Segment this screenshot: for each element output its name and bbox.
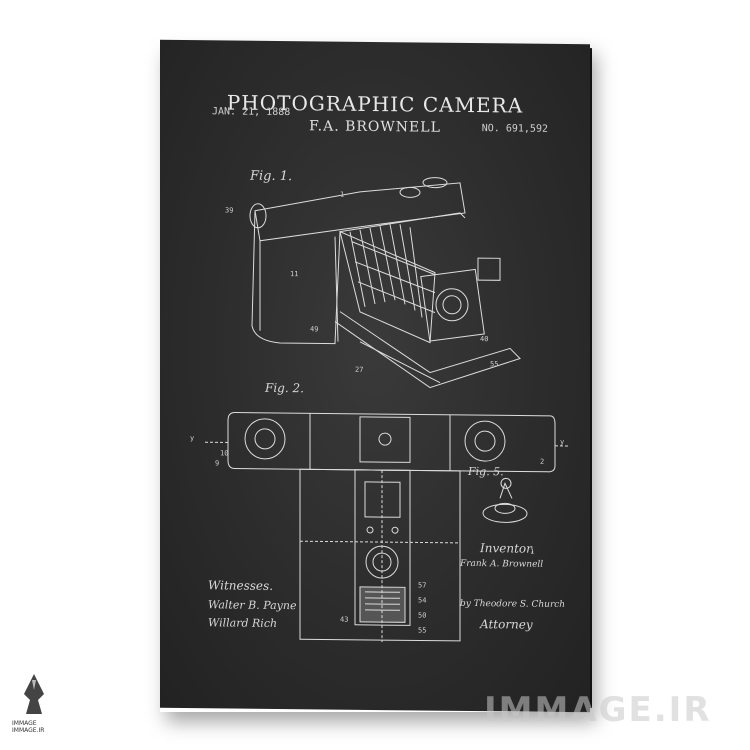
svg-text:1: 1 xyxy=(340,191,344,199)
fig5-detail xyxy=(482,477,528,523)
svg-text:49: 49 xyxy=(310,325,318,333)
logo-caption: IMMAGE IMMAGE.IR xyxy=(12,720,44,734)
inventor-label: Inventor. xyxy=(480,541,535,556)
immage-logo xyxy=(14,670,54,740)
svg-text:10: 10 xyxy=(220,449,228,457)
svg-text:40: 40 xyxy=(480,335,488,343)
svg-text:y: y xyxy=(190,434,194,442)
witnesses-label: Witnesses. xyxy=(208,578,274,593)
svg-text:y: y xyxy=(560,438,564,446)
attorney-signature: by Theodore S. Church xyxy=(460,598,566,610)
svg-text:27: 27 xyxy=(355,366,363,374)
camera-drawing: 1 11 39 49 27 55 40 43 57 54 50 55 y y 9… xyxy=(190,177,570,643)
fig5-label: Fig. 5. xyxy=(468,464,504,479)
svg-text:9: 9 xyxy=(215,459,219,467)
fig1-label: Fig. 1. xyxy=(250,168,293,185)
svg-text:39: 39 xyxy=(225,206,233,214)
witness-1: Walter B. Payne xyxy=(208,598,297,613)
svg-text:11: 11 xyxy=(290,270,298,278)
logo-caption-url: IMMAGE.IR xyxy=(12,727,45,734)
patent-canvas: PHOTOGRAPHIC CAMERA JAN. 21, 1888 F.A. B… xyxy=(160,39,590,713)
svg-text:50: 50 xyxy=(418,611,426,619)
watermark-text: IMMAGE.IR xyxy=(484,690,712,730)
svg-text:1: 1 xyxy=(530,548,534,556)
svg-text:57: 57 xyxy=(418,581,426,589)
inventor-signature: Frank A. Brownell xyxy=(460,558,544,570)
logo-caption-name: IMMAGE xyxy=(12,720,37,727)
svg-text:54: 54 xyxy=(418,596,426,604)
fig2-topview xyxy=(205,412,570,473)
witness-2: Willard Rich xyxy=(208,616,278,630)
fig1-camera xyxy=(249,177,521,389)
svg-text:55: 55 xyxy=(490,360,498,368)
fig2-label: Fig. 2. xyxy=(265,380,304,396)
svg-text:55: 55 xyxy=(418,626,426,634)
svg-text:2: 2 xyxy=(540,458,544,466)
fig3-interior xyxy=(299,468,461,643)
attorney-label: Attorney xyxy=(480,617,533,632)
svg-text:43: 43 xyxy=(340,616,348,624)
